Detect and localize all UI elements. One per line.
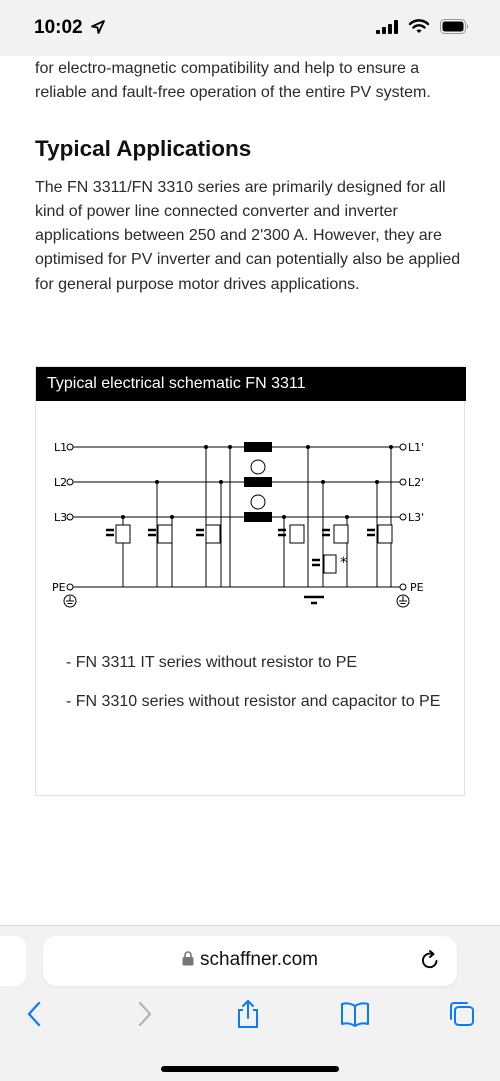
reload-icon[interactable] [419,949,441,971]
resistor-marker: * [340,555,347,571]
schematic-figure: Typical electrical schematic FN 3311 [35,366,466,796]
applications-paragraph: The FN 3311/FN 3310 series are primarily… [35,178,461,293]
l2-input-label: L2 [54,476,67,489]
note-item: - FN 3310 series without resistor and ca… [66,693,441,710]
electrical-schematic: L1 L2 L3 PE L1' L2' L3' PE * [52,441,424,608]
note-item: - FN 3311 IT series without resistor to … [66,654,358,671]
forward-icon[interactable] [133,1000,155,1028]
tabs-icon[interactable] [448,1000,476,1028]
l2-output-label: L2' [408,476,424,489]
l3-input-label: L3 [54,511,67,524]
status-bar: 10:02 [0,0,500,56]
share-icon[interactable] [234,998,262,1030]
location-arrow-icon [90,20,105,34]
pe-output-label: PE [410,581,424,594]
address-bar[interactable]: schaffner.com [43,936,457,986]
lock-icon [182,951,194,966]
back-icon[interactable] [24,1000,46,1028]
status-icons [375,19,470,38]
status-time: 10:02 [34,17,105,39]
wifi-icon [408,19,430,33]
cellular-signal-icon [375,20,398,34]
article-content: for electro-magnetic compatibility and h… [35,56,465,297]
intro-paragraph: for electro-magnetic compatibility and h… [35,60,431,102]
figure-caption: Typical electrical schematic FN 3311 [36,367,466,401]
url-text: schaffner.com [200,949,318,970]
browser-toolbar [0,1000,500,1040]
l3-output-label: L3' [408,511,424,524]
home-indicator [161,1066,339,1072]
time-text: 10:02 [34,17,83,38]
pe-input-label: PE [52,581,66,594]
l1-input-label: L1 [54,441,67,454]
url-display[interactable]: schaffner.com [43,949,457,971]
figure-notes: - FN 3311 IT series without resistor to … [66,651,446,729]
previous-tab-preview[interactable] [0,936,26,986]
l1-output-label: L1' [408,441,424,454]
section-heading: Typical Applications [35,135,252,161]
bookmarks-icon[interactable] [339,1000,371,1028]
battery-icon [440,19,469,34]
browser-bottom-bar: schaffner.com [0,925,500,1081]
